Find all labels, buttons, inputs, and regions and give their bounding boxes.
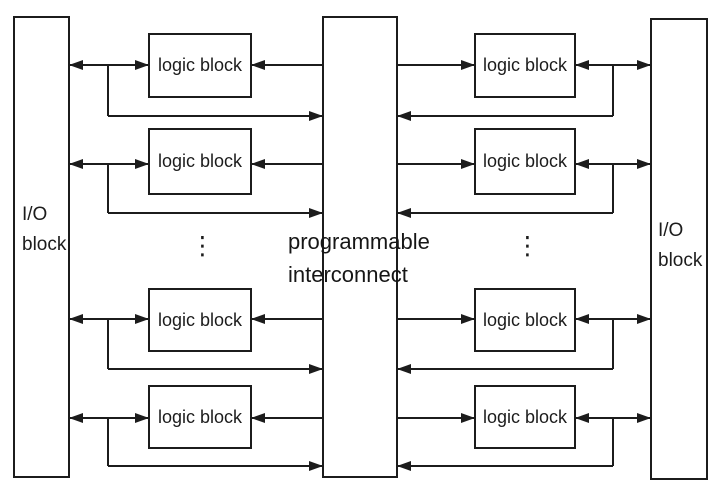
logic-block-label: logic block (157, 55, 243, 75)
io-block-right-label: I/O block (658, 216, 702, 276)
io-block-left: I/O block (13, 16, 70, 478)
interconnect-label-line1: programmable (288, 229, 430, 254)
logic-block-left-3: logic block (148, 288, 252, 352)
io-label-line1: I/O (658, 220, 684, 241)
logic-block-label: logic block (482, 406, 568, 427)
programmable-interconnect-label: programmable interconnect (288, 225, 430, 291)
io-label-line2: block (22, 234, 67, 255)
logic-block-label: logic block (157, 151, 243, 171)
logic-block-right-4: logic block (474, 385, 576, 449)
programmable-interconnect-column (322, 16, 398, 478)
logic-block-label: logic block (482, 151, 568, 171)
io-block-right: I/O block (650, 18, 708, 480)
logic-block-left-4: logic block (148, 385, 252, 449)
io-label-line2: block (658, 250, 703, 271)
logic-block-right-2: logic block (474, 128, 576, 195)
logic-block-label: logic block (157, 309, 243, 330)
logic-block-label: logic block (157, 406, 243, 427)
logic-block-right-3: logic block (474, 288, 576, 352)
logic-block-right-1: logic block (474, 33, 576, 98)
logic-block-label: logic block (482, 309, 568, 330)
vertical-ellipsis-right: ⋮ (515, 231, 540, 260)
logic-block-left-2: logic block (148, 128, 252, 195)
io-label-line1: I/O (22, 204, 48, 225)
vertical-ellipsis-left: ⋮ (190, 231, 215, 260)
interconnect-label-line2: interconnect (288, 262, 408, 287)
logic-block-left-1: logic block (148, 33, 252, 98)
io-block-left-label: I/O block (22, 200, 66, 260)
logic-block-label: logic block (482, 55, 568, 75)
